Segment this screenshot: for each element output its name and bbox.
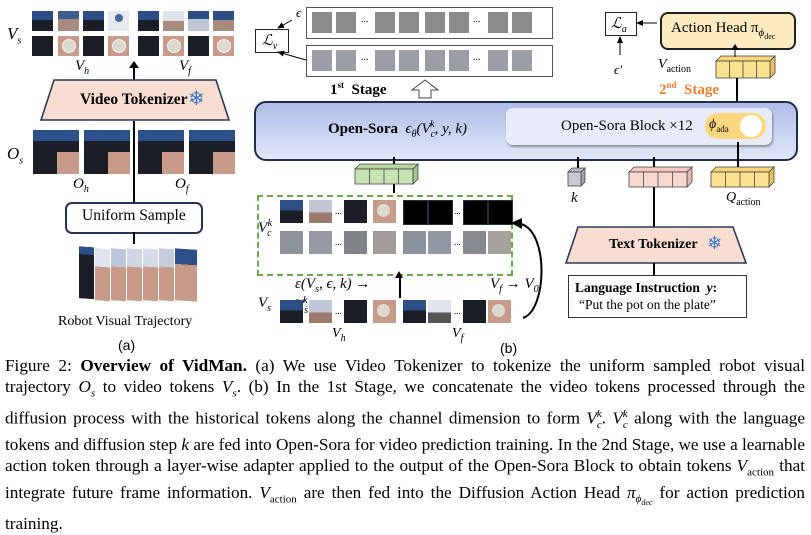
q-action-tokens (710, 166, 775, 188)
vf-label-b: Vf (452, 326, 464, 344)
caption-figure-number: Figure 2: (5, 356, 72, 375)
arrow-tokenizer-to-vs (133, 66, 135, 80)
os-label: Os (7, 144, 24, 167)
curved-arrow-vf-to-v0 (511, 218, 543, 319)
vf-label: Vf (179, 58, 191, 77)
connector-text-tokens (653, 157, 655, 227)
vs-frames-b: ... ... (280, 300, 511, 324)
robot-trajectory-stack (78, 245, 198, 303)
connector-line-2 (133, 232, 135, 244)
arrowhead-up (395, 271, 403, 278)
noise-pred-row: ... ... (306, 45, 553, 77)
connector-lang-tokenizer (653, 263, 655, 275)
oh-label: Oh (73, 176, 89, 195)
stage1-up-arrow-icon (410, 79, 440, 99)
noise-epsilon-row: ... ... (306, 7, 553, 39)
stage2-label: 2nd Stage (659, 80, 720, 98)
connector-qaction (737, 142, 739, 168)
of-label: Of (175, 176, 189, 195)
action-head-box (660, 12, 796, 50)
panel-a-label: (a) (118, 337, 136, 353)
phi-ada-label: ϕada (709, 117, 729, 134)
connector-vaction (736, 78, 738, 106)
loss-v-label: ℒv (262, 33, 278, 52)
phi-ada-circle (740, 115, 762, 137)
diffusion-arrow (399, 276, 401, 298)
epsilon-prime-label: ϵ' (614, 62, 623, 77)
vf-to-v0-label: Vf → V0 (490, 276, 539, 295)
snowflake-icon: ❄ (707, 233, 723, 254)
connector-k (577, 157, 579, 169)
green-tokens (354, 163, 419, 185)
os-frame-grid (33, 130, 235, 175)
loss-a-label: ℒa (611, 16, 627, 35)
loss-v-arrows (277, 19, 307, 61)
open-sora-block-label: Open-Sora Block ×12 (561, 118, 693, 134)
text-tokens (628, 166, 693, 188)
arrowhead-up (129, 61, 139, 68)
language-instruction-box (568, 275, 747, 318)
vh-label-b: Vh (332, 326, 346, 344)
k-label: k (571, 190, 578, 206)
action-head-label: Action Head πϕdec (671, 20, 776, 42)
v-action-label: Vaction (658, 57, 691, 75)
vs-label: Vs (7, 24, 22, 47)
video-tokenizer-label: Video Tokenizer (80, 91, 188, 108)
text-tokenizer-label: Text Tokenizer (609, 237, 698, 252)
loss-a-arrows (617, 20, 657, 55)
vck-label: Vck (258, 218, 273, 239)
text-tokenizer (565, 226, 747, 264)
language-instruction-title: Language Instruction y: (575, 280, 718, 295)
caption-title: Overview of VidMan. (80, 356, 247, 375)
vck-frames-bottom: ... ... (280, 231, 511, 255)
snowflake-icon: ❄ (188, 86, 205, 110)
uniform-sample-label: Uniform Sample (82, 207, 186, 224)
v-action-tokens (715, 55, 776, 79)
panel-a-content: Vs Vh Vf Video Tokenizer ❄ Os Oh Of Unif… (0, 0, 240, 355)
stage1-label: 1st Stage (330, 80, 387, 98)
vh-label: Vh (75, 58, 90, 77)
epsilon-label: ϵ (296, 5, 302, 20)
connector-line (133, 121, 135, 203)
video-tokenizer (40, 79, 230, 121)
loss-a-box (605, 12, 637, 36)
panel-b-content: ... ... ... ... ϵ ℒv 1st Stage ℒa ϵ' (240, 0, 811, 356)
arrow-vaction-to-head (731, 44, 739, 57)
vs-label-b: Vs (258, 295, 272, 314)
q-action-label: Qaction (726, 190, 761, 208)
vck-dashed-box (257, 195, 513, 276)
panel-b-label: (b) (500, 340, 518, 356)
loss-v-box (255, 29, 289, 53)
language-instruction-text: “Put the pot on the plate” (579, 297, 716, 312)
vs-token-grid (32, 11, 234, 57)
open-sora-label: Open-Sora ϵθ(Vck, y, k) (328, 119, 468, 140)
robot-trajectory-caption: Robot Visual Trajectory (58, 314, 193, 329)
k-token (567, 167, 586, 187)
figure-caption: Figure 2: Overview of VidMan. (a) We use… (5, 356, 806, 534)
vck-frames-top: ... ... (280, 200, 513, 225)
